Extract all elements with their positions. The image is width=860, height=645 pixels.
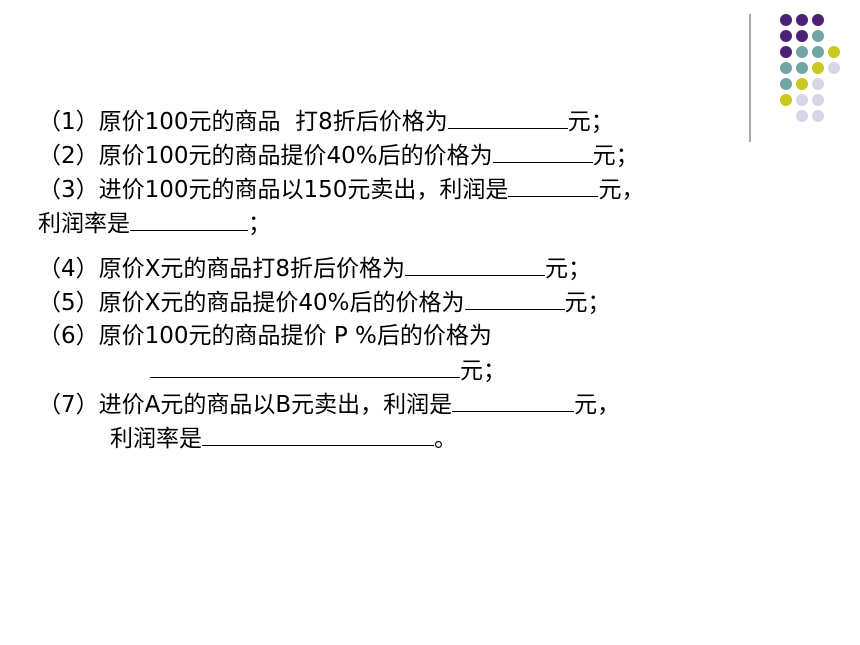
question-line: （6）原价100元的商品提价 P %后的价格为 [38, 319, 798, 353]
question-line: 利润率是 ； [38, 206, 798, 240]
question-line: 利润率是 。 [38, 421, 798, 455]
answer-blank [492, 138, 593, 163]
question-line: 元； [38, 353, 798, 387]
question-line: （3）进价100元的商品以150元卖出，利润是 元， [38, 172, 798, 206]
decorative-dot [780, 62, 792, 74]
decorative-dot [780, 94, 792, 106]
decorative-dot [780, 14, 792, 26]
decorative-dot [796, 78, 808, 90]
answer-blank [464, 285, 565, 310]
decorative-dot [796, 30, 808, 42]
question-text: 元； [592, 143, 639, 169]
decorative-dot [828, 62, 840, 74]
decorative-dot [812, 94, 824, 106]
decorative-dot [780, 46, 792, 58]
question-line: （4）原价X元的商品打8折后价格为 元； [38, 251, 798, 285]
question-text: （1）原价100元的商品 打8折后价格为 [38, 109, 448, 135]
answer-blank [508, 172, 599, 197]
decorative-dot [812, 62, 824, 74]
question-text: 元； [460, 358, 506, 384]
vertical-divider-line [749, 14, 751, 142]
decorative-dot [780, 30, 792, 42]
decorative-dot [812, 78, 824, 90]
answer-blank [150, 353, 460, 378]
question-text: （7）进价A元的商品以B元卖出，利润是 [38, 392, 453, 418]
question-text: （6）原价100元的商品提价 P %后的价格为 [38, 323, 492, 349]
decorative-dot [780, 78, 792, 90]
question-line: （2）原价100元的商品提价40%后的价格为 元； [38, 138, 798, 172]
decorative-dot [812, 30, 824, 42]
question-text: （5）原价X元的商品提价40%后的价格为 [38, 290, 465, 316]
question-text: 元； [567, 109, 614, 135]
question-text: 利润率是 [110, 426, 202, 452]
decorative-dot [796, 110, 808, 122]
question-text: （3）进价100元的商品以150元卖出，利润是 [38, 177, 509, 203]
question-text: 元； [545, 256, 592, 282]
answer-blank [202, 421, 434, 446]
decorative-dot [812, 110, 824, 122]
question-text: 利润率是 [38, 211, 130, 237]
question-text: 元； [564, 290, 611, 316]
decorative-dot [796, 94, 808, 106]
answer-blank [452, 387, 575, 412]
decorative-dot [812, 46, 824, 58]
question-list: （1）原价100元的商品 打8折后价格为元；（2）原价100元的商品提价40%后… [38, 104, 798, 455]
question-text: （2）原价100元的商品提价40%后的价格为 [38, 143, 493, 169]
question-text: 元， [574, 392, 621, 418]
decorative-dot [796, 62, 808, 74]
question-text: ； [248, 211, 271, 237]
decorative-dot [796, 46, 808, 58]
answer-blank [447, 104, 568, 129]
answer-blank [405, 251, 546, 276]
answer-blank [130, 206, 248, 231]
decorative-dot [828, 46, 840, 58]
question-line: （7）进价A元的商品以B元卖出，利润是 元， [38, 387, 798, 421]
question-text: 元， [598, 177, 645, 203]
question-text: 。 [434, 426, 457, 452]
line-gap [38, 240, 798, 251]
question-line: （5）原价X元的商品提价40%后的价格为 元； [38, 285, 798, 319]
decorative-dot [796, 14, 808, 26]
decorative-dot-grid [0, 0, 860, 160]
question-line: （1）原价100元的商品 打8折后价格为 元； [38, 104, 798, 138]
decorative-dot [812, 14, 824, 26]
question-text: （4）原价X元的商品打8折后价格为 [38, 256, 406, 282]
